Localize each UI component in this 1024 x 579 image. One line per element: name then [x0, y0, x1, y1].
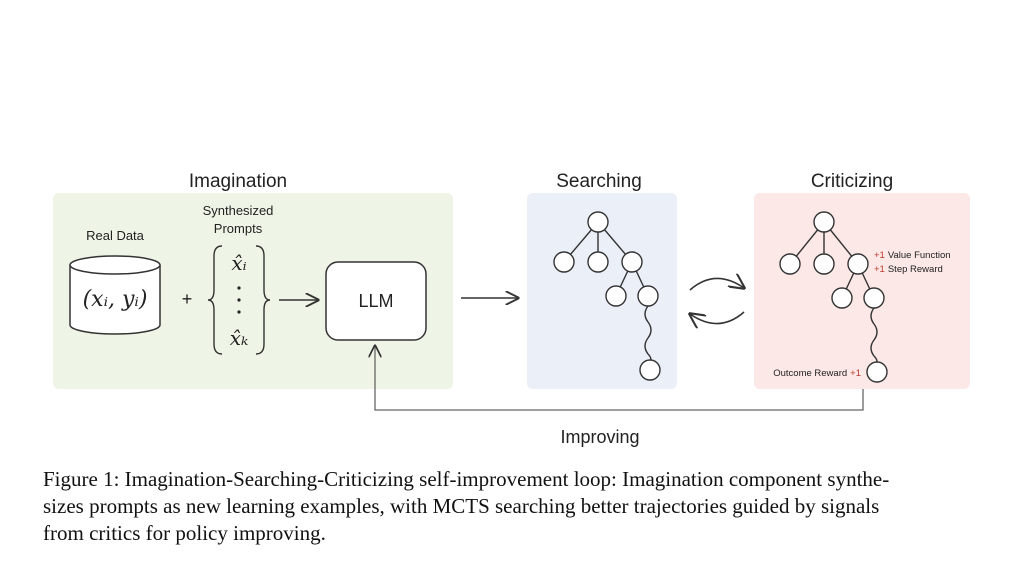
outcome-reward: Outcome Reward+1	[773, 368, 861, 379]
synth-label-line2: Prompts	[214, 221, 263, 236]
searching-title: Searching	[556, 171, 642, 192]
ellipsis-dot	[237, 286, 241, 290]
imagination-title: Imagination	[189, 171, 287, 192]
improving-feedback-arrow	[375, 346, 864, 411]
criticizing-title: Criticizing	[811, 171, 893, 192]
search-tree	[553, 211, 661, 381]
database-cylinder-icon	[69, 255, 161, 335]
ellipsis-dot	[237, 310, 241, 314]
plus-sign: +	[182, 289, 193, 309]
real-data-formula: (xᵢ, yᵢ)	[83, 287, 148, 312]
synth-label-line1: Synthesized	[203, 203, 274, 218]
llm-label: LLM	[358, 291, 393, 311]
caption-line: Figure 1: Imagination-Searching-Criticiz…	[43, 467, 890, 491]
caption-line: from critics for policy improving.	[43, 521, 326, 545]
figure-caption: Figure 1: Imagination-Searching-Criticiz…	[43, 466, 988, 547]
right-brace	[255, 245, 271, 355]
criticizing-panel	[754, 193, 970, 389]
synth-prompt-last: x̂ₖ	[230, 326, 249, 350]
llm-box	[325, 261, 427, 341]
real-data-label: Real Data	[86, 228, 145, 243]
synth-prompt-first: x̂ᵢ	[231, 251, 246, 275]
cycle-arrow-top	[689, 278, 744, 291]
ellipsis-dot	[237, 298, 241, 302]
searching-panel	[527, 193, 677, 389]
figure-diagram: Imagination Searching Criticizing Real D…	[53, 171, 970, 447]
critic-tree	[779, 211, 888, 383]
caption-line: sizes prompts as new learning examples, …	[43, 494, 880, 518]
left-brace	[207, 245, 223, 355]
cycle-arrow-bottom	[690, 311, 745, 324]
improving-label: Improving	[560, 427, 639, 447]
